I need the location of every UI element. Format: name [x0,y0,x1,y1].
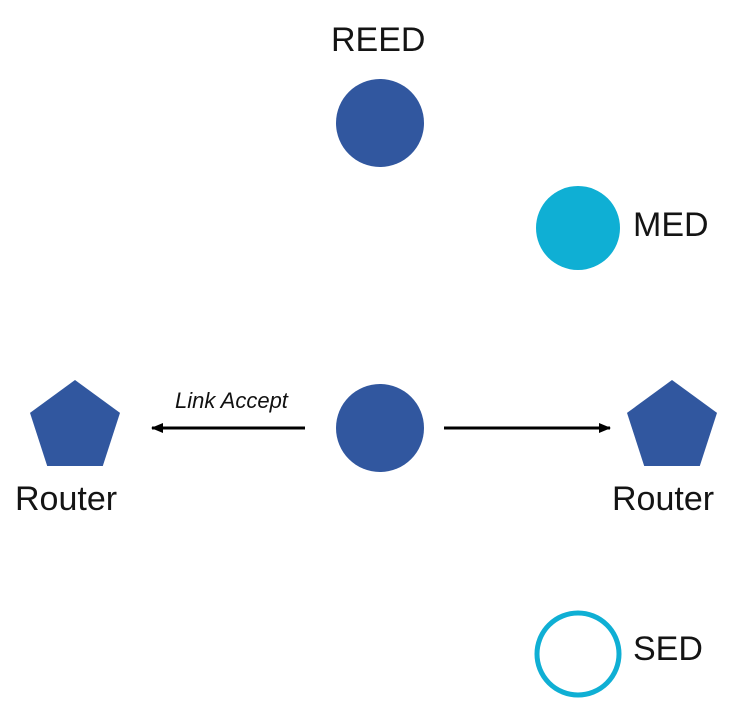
node-med[interactable] [536,186,620,270]
node-label-sed: SED [633,630,703,668]
edge-label-link-accept: Link Accept [175,388,288,413]
node-router-right[interactable] [627,380,717,466]
node-label-med: MED [633,206,709,244]
node-label-router-right: Router [612,480,715,518]
node-reed[interactable] [336,79,424,167]
node-label-reed: REED [331,21,426,59]
node-router-left[interactable] [30,380,120,466]
node-sed[interactable] [534,610,622,698]
node-leader[interactable] [336,384,424,472]
node-label-router-left: Router [15,480,118,518]
